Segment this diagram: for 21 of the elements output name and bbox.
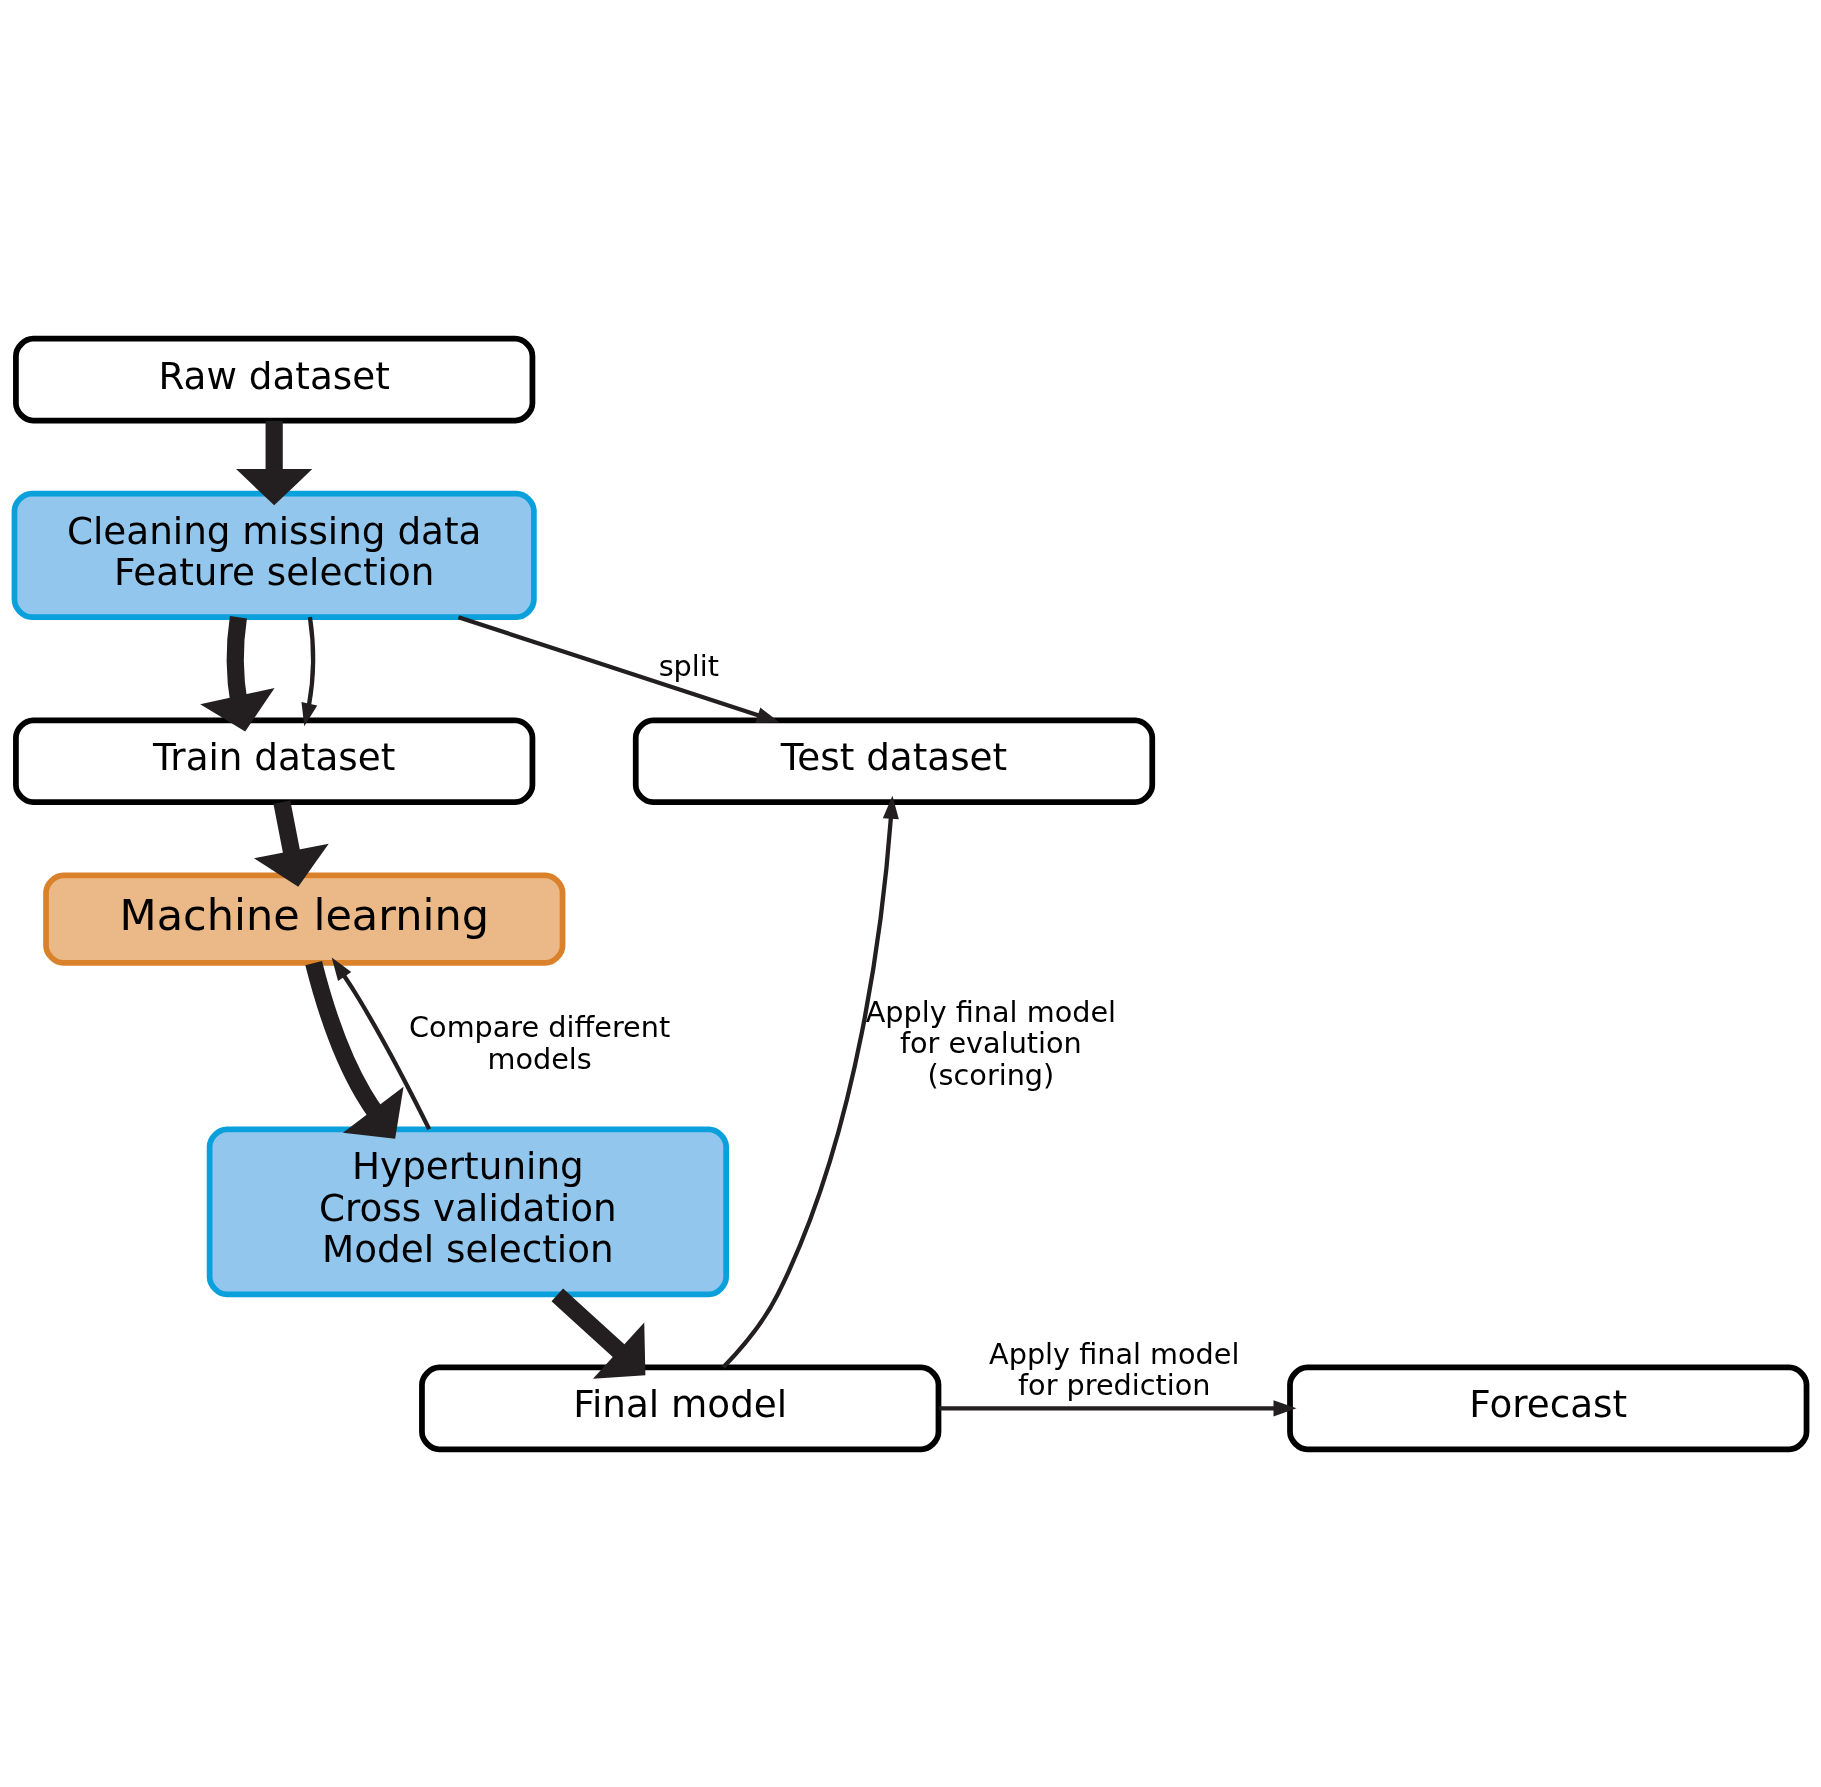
edge-label: Apply final model for prediction	[989, 1336, 1240, 1402]
arrow	[301, 616, 318, 726]
node-box: Machine learning	[43, 872, 566, 966]
arrow	[200, 615, 275, 732]
arrow	[938, 1399, 1297, 1416]
node-box: Final model	[419, 1364, 942, 1452]
edge-label: Compare different models	[409, 1009, 671, 1076]
arrow	[551, 1287, 646, 1379]
edge-label: split	[658, 648, 720, 683]
arrow	[457, 614, 780, 723]
arrow	[253, 800, 329, 887]
arrow	[305, 960, 404, 1139]
node-box: Hypertuning Cross validation Model selection	[206, 1125, 729, 1297]
arrow	[331, 957, 432, 1130]
node-box: Train dataset	[13, 717, 536, 805]
node-box: Forecast	[1287, 1364, 1810, 1452]
arrow	[236, 420, 313, 505]
arrow	[721, 795, 899, 1369]
node-box: Raw dataset	[13, 335, 536, 423]
node-box: Cleaning missing data Feature selection	[11, 490, 537, 620]
node-box: Test dataset	[632, 717, 1156, 805]
